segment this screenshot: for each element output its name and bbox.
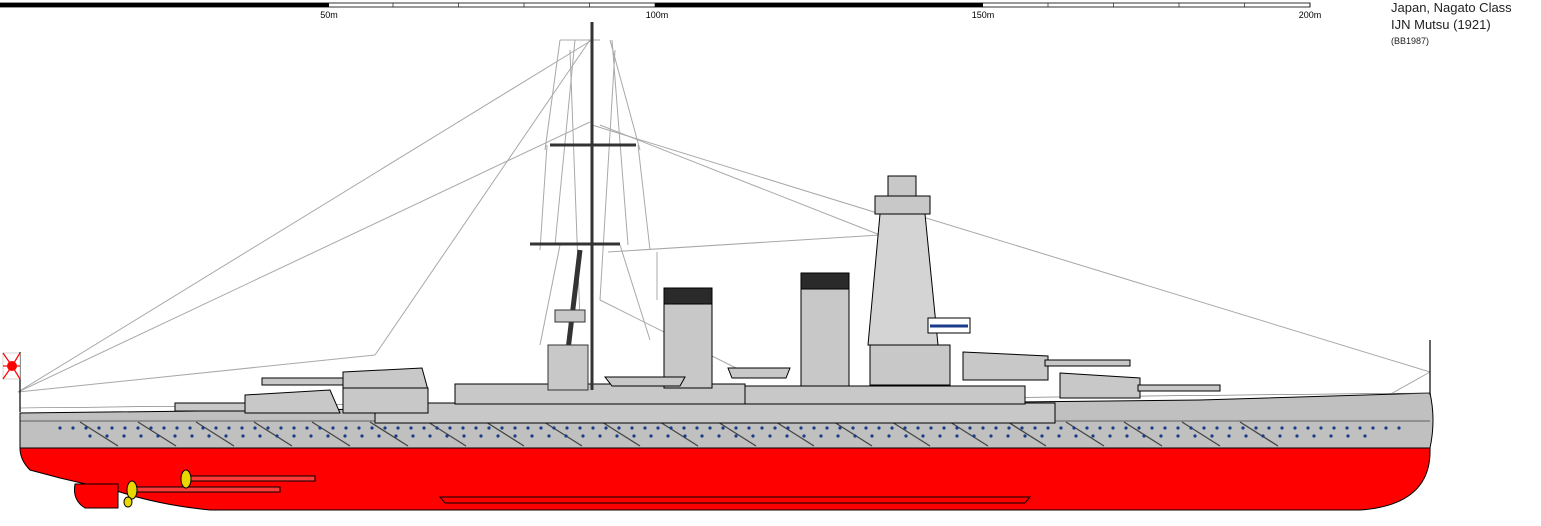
turret-aft-2 bbox=[261, 367, 429, 414]
propellers bbox=[123, 469, 192, 508]
turret-fwd-2 bbox=[1059, 372, 1221, 399]
scale-label-50m: 50m bbox=[320, 10, 338, 20]
superstructure-deck bbox=[374, 402, 1056, 424]
turret-aft-1 bbox=[174, 389, 341, 414]
main-mast bbox=[530, 22, 636, 391]
aft-deckhouse bbox=[744, 385, 1026, 405]
lower-hull bbox=[19, 447, 1431, 511]
ensign-flag bbox=[2, 352, 21, 412]
armor-belt-lines bbox=[79, 421, 1279, 447]
caption-ship-name: IJN Mutsu (1921) bbox=[1391, 17, 1491, 32]
funnel-aft bbox=[663, 287, 713, 389]
scale-label-150m: 150m bbox=[971, 10, 995, 20]
portholes bbox=[58, 426, 1401, 438]
boats bbox=[603, 367, 791, 387]
caption-class: Japan, Nagato Class bbox=[1391, 0, 1512, 15]
scale-label-100m: 100m bbox=[645, 10, 669, 20]
scale-label-200m: 200m bbox=[1298, 10, 1322, 20]
rigging-lines bbox=[17, 39, 1431, 401]
caption-credit: (BB1987) bbox=[1391, 36, 1430, 46]
funnel-fwd bbox=[800, 272, 850, 387]
scale-bar bbox=[0, 2, 1311, 8]
turret-fwd-1 bbox=[962, 351, 1131, 381]
rudder bbox=[74, 483, 119, 509]
pagoda-foremast bbox=[867, 175, 971, 386]
bilge-keel bbox=[438, 496, 1032, 504]
